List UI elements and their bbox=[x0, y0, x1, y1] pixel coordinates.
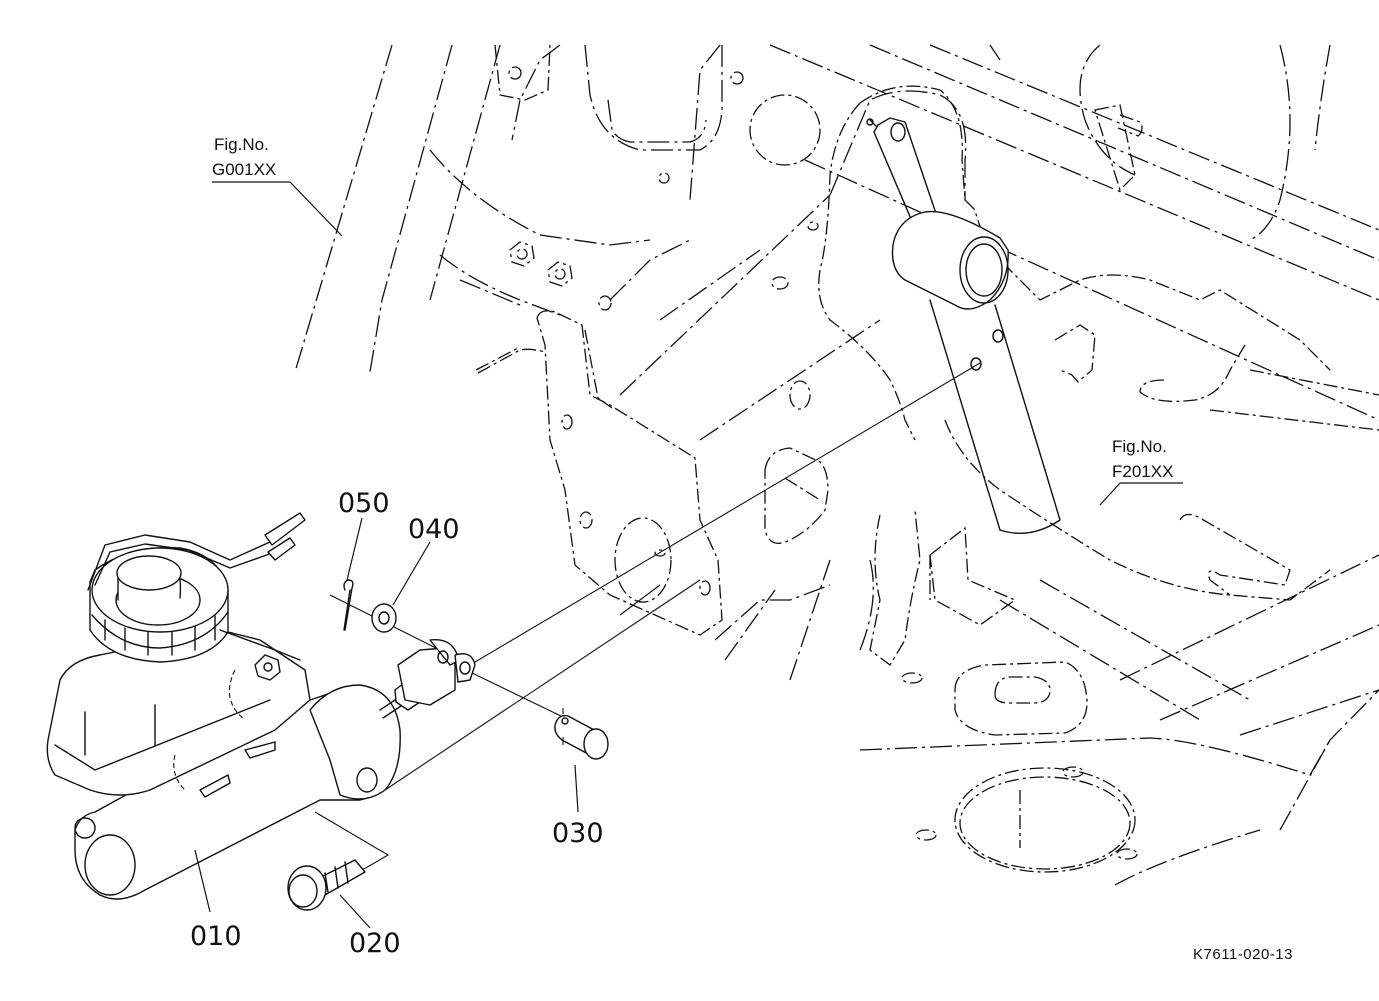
part-label-050: 050 bbox=[338, 488, 390, 519]
cotter-pin[interactable] bbox=[343, 579, 354, 631]
figure-ref-f201xx[interactable]: Fig.No. F201XX bbox=[1112, 437, 1173, 481]
figure-ref-line1: Fig.No. bbox=[1112, 437, 1167, 456]
figure-code: K7611-020-13 bbox=[1193, 946, 1293, 963]
master-cylinder[interactable] bbox=[46, 512, 421, 900]
part-labels: 050 040 030 010 020 bbox=[190, 488, 604, 959]
figure-ref-g001xx[interactable]: Fig.No. G001XX bbox=[212, 135, 276, 179]
figure-ref-line2: G001XX bbox=[212, 160, 276, 179]
part-label-010: 010 bbox=[190, 921, 242, 952]
phantom-chassis bbox=[294, 44, 1379, 886]
part-label-040: 040 bbox=[408, 514, 460, 545]
figure-ref-line1: Fig.No. bbox=[214, 135, 269, 154]
assembly-lines bbox=[314, 362, 981, 881]
part-label-020: 020 bbox=[349, 928, 401, 959]
label-leaders bbox=[194, 181, 1183, 929]
clevis-yoke bbox=[397, 639, 476, 706]
flange-bolt[interactable] bbox=[287, 859, 366, 911]
brake-pedal-arm bbox=[866, 117, 1061, 535]
washer[interactable] bbox=[371, 603, 397, 633]
figure-ref-line2: F201XX bbox=[1112, 462, 1173, 481]
clevis-pin[interactable] bbox=[554, 708, 609, 760]
part-label-030: 030 bbox=[552, 818, 604, 849]
